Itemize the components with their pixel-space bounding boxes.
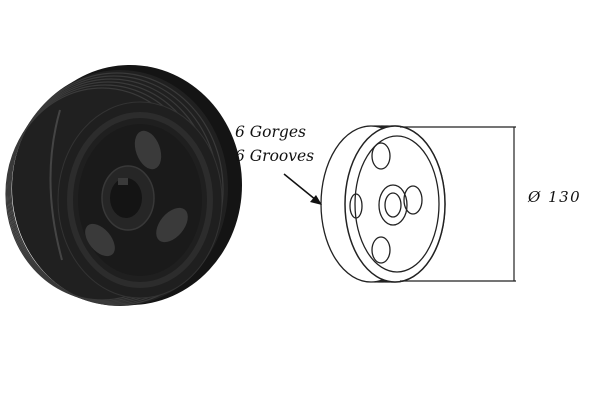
drawing-front-face	[344, 125, 446, 283]
diameter-dimension	[400, 126, 516, 282]
pulley-drawing	[320, 125, 516, 283]
grooves-label-fr: 6 Gorges	[235, 123, 306, 141]
diameter-label: Ø 130	[527, 188, 581, 206]
pulley-spoke-windows	[85, 130, 188, 257]
drawing-holes	[349, 142, 423, 264]
grooves-label-en: 6 Grooves	[235, 147, 314, 165]
pulley-photo	[5, 65, 242, 306]
grooves-arrow	[283, 173, 322, 205]
